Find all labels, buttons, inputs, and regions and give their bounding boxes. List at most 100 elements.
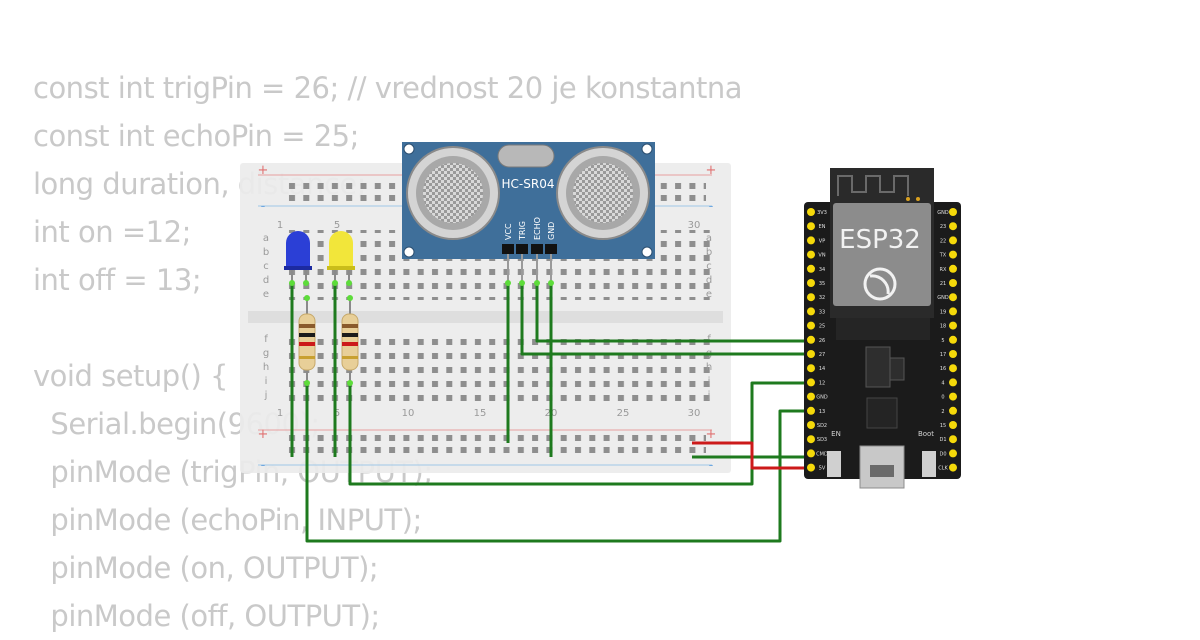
espressif-logo bbox=[863, 267, 897, 301]
board-pin-label: 16 bbox=[940, 366, 946, 372]
board-pin-right[interactable] bbox=[949, 222, 957, 231]
board-pin-right[interactable] bbox=[949, 208, 957, 216]
board-pin-left[interactable] bbox=[807, 435, 815, 444]
board-pin-right[interactable] bbox=[949, 350, 957, 358]
row-label: b bbox=[263, 247, 269, 258]
board-pin-left[interactable] bbox=[807, 378, 815, 387]
code-line: pinMode (off, OUTPUT); bbox=[33, 599, 380, 633]
plus-label: + bbox=[258, 427, 269, 442]
transducer-left bbox=[406, 146, 500, 240]
row-label: j bbox=[707, 390, 711, 401]
wires bbox=[290, 283, 811, 543]
plus-label: + bbox=[258, 163, 269, 178]
board-pin-label: 3V3 bbox=[817, 210, 827, 216]
row-label: g bbox=[263, 348, 269, 359]
board-pin-left[interactable] bbox=[807, 236, 815, 245]
esp32-board: ESP32 EN Boot 3V3ENVPVN34353233252627141… bbox=[804, 168, 961, 489]
board-pin-left[interactable] bbox=[807, 406, 815, 415]
board-pin-left[interactable] bbox=[807, 335, 815, 344]
board-pin-label: SD2 bbox=[817, 423, 827, 429]
row-label: i bbox=[708, 376, 711, 387]
board-pin-left[interactable] bbox=[807, 463, 815, 472]
board-pin-right[interactable] bbox=[949, 236, 957, 245]
column-label: 5 bbox=[334, 408, 340, 419]
board-pin-label: CLK bbox=[938, 466, 948, 472]
boot-button[interactable] bbox=[922, 451, 936, 477]
board-pin-left[interactable] bbox=[807, 222, 815, 231]
sensor-pin-label: GND bbox=[547, 222, 556, 240]
row-label: h bbox=[263, 362, 269, 373]
row-label: i bbox=[265, 376, 268, 387]
board-pin-left[interactable] bbox=[807, 421, 815, 429]
board-pin-label: 15 bbox=[940, 423, 946, 429]
column-label: 1 bbox=[277, 408, 283, 419]
wire-trig bbox=[520, 283, 811, 356]
board-pin-right[interactable] bbox=[949, 435, 957, 444]
sensor-pin-label: TRIG bbox=[518, 221, 527, 241]
board-pin-left[interactable] bbox=[807, 449, 815, 458]
column-label: 30 bbox=[688, 220, 701, 231]
code-line: int off = 13; bbox=[33, 263, 202, 297]
plus-label: + bbox=[706, 427, 717, 442]
board-pin-left[interactable] bbox=[807, 307, 815, 316]
wire-echo bbox=[535, 283, 811, 343]
plus-label: + bbox=[706, 163, 717, 178]
board-pin-left[interactable] bbox=[807, 321, 815, 330]
row-label: a bbox=[706, 233, 712, 244]
board-pin-left[interactable] bbox=[807, 392, 815, 401]
board-pin-right[interactable] bbox=[949, 364, 957, 373]
wire-pin12 bbox=[305, 385, 811, 543]
board-pin-right[interactable] bbox=[949, 264, 957, 273]
code-line: const int echoPin = 25; bbox=[33, 119, 359, 153]
board-pin-left[interactable] bbox=[807, 293, 815, 302]
board-pin-label: 5V bbox=[819, 466, 826, 472]
board-pin-right[interactable] bbox=[949, 421, 957, 429]
row-label: f bbox=[264, 334, 268, 345]
row-label: a bbox=[263, 233, 269, 244]
board-pin-right[interactable] bbox=[949, 250, 957, 259]
board-pin-label: 32 bbox=[819, 295, 825, 301]
board-pin-label: 13 bbox=[819, 409, 825, 415]
board-pin-left[interactable] bbox=[807, 364, 815, 373]
board-pin-right[interactable] bbox=[949, 463, 957, 472]
column-label: 25 bbox=[617, 408, 630, 419]
board-pin-right[interactable] bbox=[949, 406, 957, 415]
board-pin-left[interactable] bbox=[807, 279, 815, 287]
board-pin-right[interactable] bbox=[949, 279, 957, 287]
row-label: b bbox=[706, 247, 712, 258]
board-pin-left[interactable] bbox=[807, 208, 815, 216]
row-label: e bbox=[706, 289, 712, 300]
board-pin-right[interactable] bbox=[949, 335, 957, 344]
column-label: 1 bbox=[277, 220, 283, 231]
esp32-chip-label: ESP32 bbox=[839, 225, 921, 255]
minus-label: - bbox=[261, 458, 266, 473]
board-pin-label: 5 bbox=[941, 338, 944, 344]
board-pin-label: 34 bbox=[819, 267, 825, 273]
minus-label: - bbox=[709, 458, 714, 473]
row-label: c bbox=[706, 261, 712, 272]
minus-label: - bbox=[261, 199, 266, 214]
code-line: void setup() { bbox=[33, 359, 229, 393]
board-pin-label: 33 bbox=[819, 309, 825, 315]
board-pin-right[interactable] bbox=[949, 378, 957, 387]
board-pin-label: 21 bbox=[940, 281, 946, 287]
board-pin-left[interactable] bbox=[807, 250, 815, 259]
board-pin-label: D0 bbox=[939, 451, 946, 457]
column-label: 30 bbox=[688, 408, 701, 419]
board-pin-right[interactable] bbox=[949, 449, 957, 458]
column-label: 5 bbox=[334, 220, 340, 231]
board-pin-right[interactable] bbox=[949, 307, 957, 316]
row-label: d bbox=[263, 275, 269, 286]
board-pin-label: 18 bbox=[940, 324, 946, 330]
sensor-pin-header bbox=[531, 244, 543, 254]
board-pin-label: 19 bbox=[940, 309, 946, 315]
board-pin-right[interactable] bbox=[949, 321, 957, 330]
board-pin-left[interactable] bbox=[807, 264, 815, 273]
transducer-right bbox=[556, 146, 650, 240]
board-pin-left[interactable] bbox=[807, 350, 815, 358]
en-button[interactable] bbox=[827, 451, 841, 477]
board-pin-label: EN bbox=[819, 224, 826, 230]
board-pin-label: 0 bbox=[941, 395, 944, 401]
board-pin-right[interactable] bbox=[949, 392, 957, 401]
board-pin-right[interactable] bbox=[949, 293, 957, 302]
